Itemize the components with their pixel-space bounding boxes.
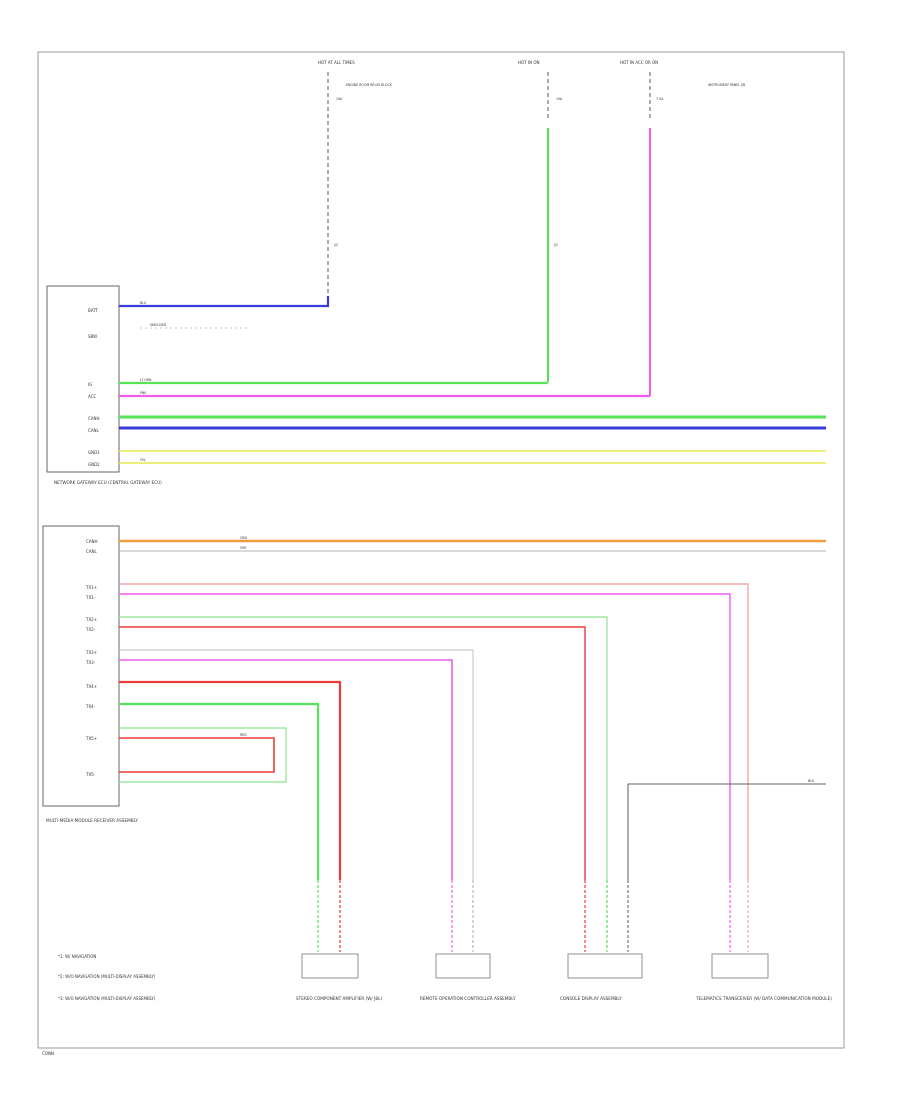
top-source-labels: HOT AT ALL TIMES HOT IN ON HOT IN ACC OR… [318,60,745,247]
upper-wires: BLU SHIELDED LT GRN PNK YEL [119,296,826,464]
upper-pin-2: IG [88,382,92,387]
lower-pin-0: CANH [86,539,98,544]
lower-pin-8: TX4+ [85,684,97,689]
lower-pin-4: TX2+ [85,617,97,622]
upper-pin-6: GND1 [88,450,100,455]
diagram-frame [37,51,845,1049]
lower-pin-7: TX3- [85,660,96,665]
wire-label-green: LT GRN [140,378,152,382]
jc-label-2: J/C [553,243,559,247]
label-hot-at-all-times: HOT AT ALL TIMES [318,60,355,65]
wire-label-orange: ORG [240,536,248,540]
legend-item-2: *3: W/O NAVIGATION (MULTI-DISPLAY ASSEMB… [58,996,156,1001]
wire-label-yellow: YEL [140,458,146,462]
lower-pin-9: TX4- [85,704,96,709]
lower-pin-3: TX1- [85,595,96,600]
label-hot-in-on: HOT IN ON [518,60,539,65]
lower-pin-11: TX5- [85,772,96,777]
lower-pin-2: TX1+ [85,585,97,590]
lower-pin-10: TX5+ [85,736,97,741]
lower-wires: ORG GRY RED BLK [119,536,826,880]
wire-label-blu: BLU [140,301,147,305]
bottom-components: STEREO COMPONENT AMPLIFIER (W/ JBL) REMO… [296,953,832,1001]
label-engine-room-relay-block: ENGINE ROOM RELAY BLOCK [346,83,393,87]
fuse-label-3: 7.5A [656,97,664,101]
upper-pin-3: ACC [88,394,96,399]
bottom-component-caption-3: TELEMATICS TRANSCEIVER (W/ DATA COMMUNIC… [695,996,832,1001]
lower-module-caption: MULTI-MEDIA MODULE RECEIVER ASSEMBLY [46,818,138,823]
lower-pin-5: TX2- [85,627,96,632]
wire-label-grey: GRY [240,546,246,550]
wire-label-red: RED [240,733,247,737]
multimedia-receiver: CANH CANL TX1+ TX1- TX2+ TX2- TX3+ TX3- … [42,525,138,823]
wire-label-shielded: SHIELDED [150,323,167,327]
upper-pin-4: CANH [88,416,100,421]
bottom-component-caption-2: CONSOLE DISPLAY ASSEMBLY [560,996,622,1001]
fuse-label-2: 10A [556,97,563,101]
label-hot-in-acc-or-on: HOT IN ACC OR ON [620,60,658,65]
bottom-component-caption-0: STEREO COMPONENT AMPLIFIER (W/ JBL) [296,996,383,1001]
gateway-ecu: BATT SBW IG ACC CANH CANL GND1 GND2 NETW… [46,285,162,485]
upper-pin-5: CANL [88,428,100,433]
upper-pin-7: GND2 [88,462,100,467]
legend: *1: W/ NAVIGATION *2: W/O NAVIGATION (MU… [58,954,156,1001]
upper-module-caption: NETWORK GATEWAY ECU (CENTRAL GATEWAY ECU… [54,480,162,485]
footnote: CONN [42,1051,54,1056]
wire-label-pink: PNK [140,391,147,395]
lower-pin-6: TX3+ [85,650,97,655]
jc-label-1: J/C [333,243,339,247]
lower-connector-drops [317,880,749,952]
wire-label-black: BLK [808,779,815,783]
fuse-label-1: 10A [336,97,343,101]
lower-pin-1: CANL [86,549,98,554]
label-instrument-panel-jb: INSTRUMENT PANEL J/B [708,83,745,87]
upper-pin-1: SBW [88,334,97,339]
feed-lines [327,72,651,396]
legend-item-1: *2: W/O NAVIGATION (MULTI-DISPLAY ASSEMB… [58,974,156,979]
legend-item-0: *1: W/ NAVIGATION [58,954,96,959]
upper-pin-0: BATT [88,308,99,313]
bottom-component-caption-1: REMOTE OPERATION CONTROLLER ASSEMBLY [420,996,516,1001]
